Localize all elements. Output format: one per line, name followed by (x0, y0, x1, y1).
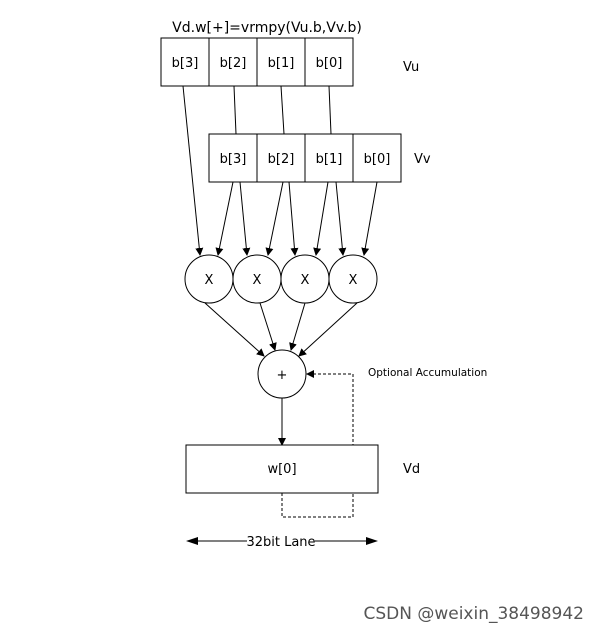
lane-arrowhead-left (186, 537, 198, 545)
vv-register: b[3] b[2] b[1] b[0] (208, 133, 402, 183)
vu-b0-connector (328, 85, 332, 135)
lane-arrowhead-right (366, 537, 378, 545)
vu-register-label: Vu (403, 60, 419, 75)
arrow-vv-b1 (313, 181, 329, 256)
vd-register-label: Vd (403, 462, 420, 477)
vu-b1-connector (280, 85, 285, 135)
lane-label: 32bit Lane (246, 535, 315, 550)
vv-cell-b0 (352, 133, 402, 183)
multiplier-symbol: X (205, 273, 214, 288)
accumulation-feedback-path (281, 373, 354, 518)
multiplier-symbol: X (349, 273, 358, 288)
vu-cell-label: b[2] (220, 56, 247, 71)
arrow-vu-b0 (335, 181, 347, 256)
vd-register (185, 444, 379, 494)
multiplier-symbol: X (253, 273, 262, 288)
arrow-vu-b1 (288, 181, 299, 256)
vu-b2-connector (233, 85, 237, 135)
arrow-vv-b3 (215, 181, 234, 256)
vv-cell-label: b[3] (220, 152, 247, 167)
multiplier-circle (328, 254, 378, 304)
vv-register-label: Vv (414, 152, 431, 167)
arrow-vv-b2 (265, 181, 284, 256)
vv-cell-b2 (256, 133, 306, 183)
vv-cell-label: b[2] (268, 152, 295, 167)
optional-accumulation-label: Optional Accumulation (368, 367, 487, 379)
arrow-mul1-to-adder (259, 302, 277, 351)
watermark: CSDN @weixin_38498942 (363, 604, 584, 624)
vu-cell-b2 (208, 37, 258, 87)
vu-cell-label: b[3] (172, 56, 199, 71)
vu-cell-label: b[1] (268, 56, 295, 71)
adder-symbol: + (277, 368, 288, 383)
arrow-mul3-to-adder (298, 302, 358, 357)
vu-cell-b3 (160, 37, 210, 87)
multiplier-symbol: X (301, 273, 310, 288)
vu-cell-label: b[0] (316, 56, 343, 71)
arrow-mul2-to-adder (289, 302, 306, 351)
vd-cell-label: w[0] (267, 462, 296, 477)
arrow-mul0-to-adder (204, 302, 265, 357)
accumulation-arrowhead (306, 370, 314, 378)
vu-cell-b0 (304, 37, 354, 87)
vu-register: b[3] b[2] b[1] b[0] (160, 37, 354, 87)
vu-cell-b1 (256, 37, 306, 87)
arrow-vu-b3 (182, 85, 204, 256)
instruction-title: Vd.w[+]=vrmpy(Vu.b,Vv.b) (172, 20, 362, 36)
vv-cell-b1 (304, 133, 354, 183)
arrow-vv-b0 (361, 181, 378, 256)
vv-cell-label: b[0] (364, 152, 391, 167)
vv-cell-label: b[1] (316, 152, 343, 167)
arrow-vu-b2 (239, 181, 251, 256)
